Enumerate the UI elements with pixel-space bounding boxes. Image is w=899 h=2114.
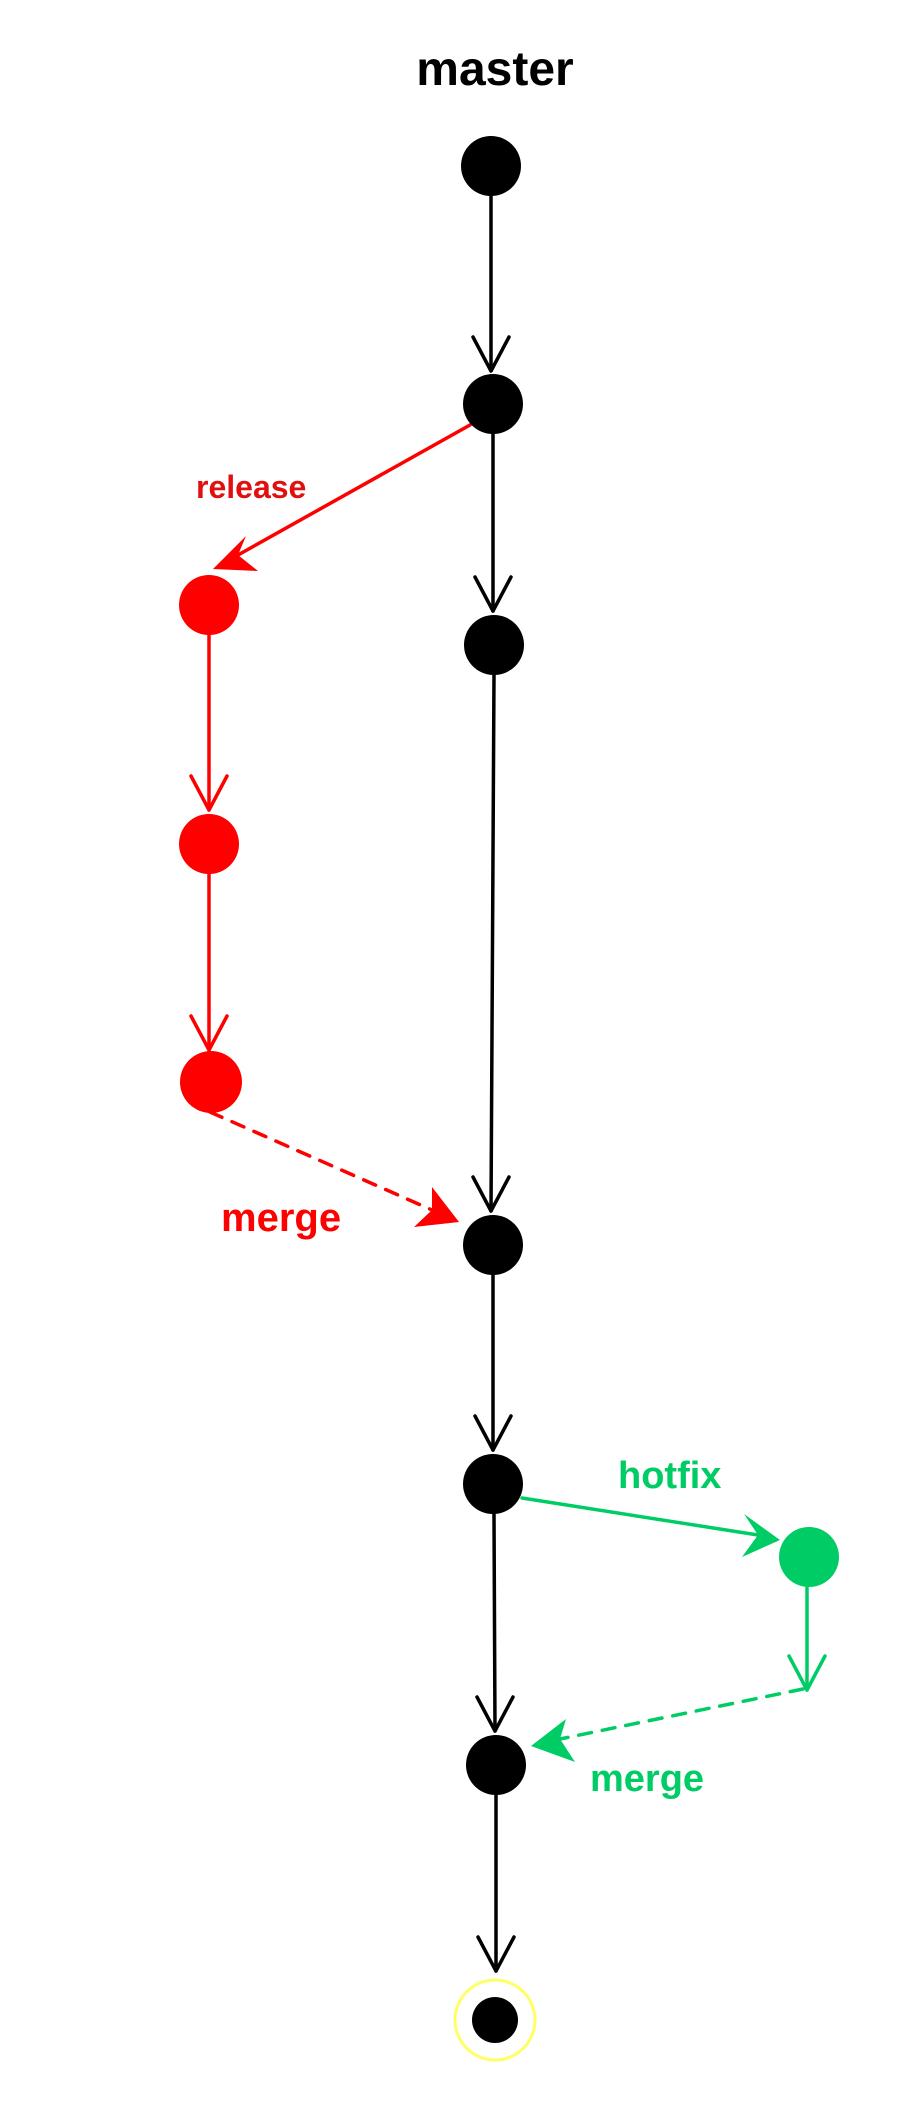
arrowhead-master-3 bbox=[473, 575, 513, 613]
arrowhead-release-3 bbox=[189, 1014, 229, 1052]
hotfix-merge-label: merge bbox=[590, 1758, 704, 1800]
edge-hotfix-branch bbox=[520, 1496, 760, 1537]
master-commit-5 bbox=[463, 1454, 523, 1514]
master-commit-6 bbox=[466, 1735, 526, 1795]
release-branch-label: release bbox=[196, 469, 306, 505]
master-edges bbox=[471, 194, 516, 1973]
master-branch-title: master bbox=[416, 43, 573, 96]
release-commit-3 bbox=[180, 1051, 242, 1113]
edge-master-3-4 bbox=[489, 673, 496, 1213]
release-edges bbox=[189, 423, 472, 1212]
arrowhead-master-6 bbox=[475, 1695, 515, 1733]
arrowhead-release-2 bbox=[189, 774, 229, 812]
hotfix-edges bbox=[520, 1496, 827, 1741]
arrowhead-master-end bbox=[476, 1935, 516, 1973]
arrowhead-release-merge bbox=[414, 1187, 459, 1227]
edge-release-merge bbox=[208, 1110, 434, 1212]
arrowhead-hotfix-branch bbox=[742, 1514, 780, 1557]
master-commit-2 bbox=[463, 374, 523, 434]
arrowhead-hotfix-down bbox=[787, 1654, 827, 1692]
arrowhead-master-2 bbox=[471, 335, 511, 373]
master-commit-4 bbox=[463, 1215, 523, 1275]
arrowhead-hotfix-merge bbox=[531, 1719, 575, 1762]
arrowhead-release-branch bbox=[213, 536, 258, 571]
master-commit-end bbox=[472, 1997, 518, 2043]
release-nodes bbox=[179, 575, 242, 1113]
release-merge-label: merge bbox=[221, 1196, 341, 1240]
master-commit-1 bbox=[461, 136, 521, 196]
edge-hotfix-merge bbox=[558, 1687, 805, 1741]
release-commit-2 bbox=[179, 814, 239, 874]
arrowhead-master-5 bbox=[473, 1414, 513, 1452]
hotfix-branch-label: hotfix bbox=[618, 1455, 721, 1497]
hotfix-commit-1 bbox=[779, 1527, 839, 1587]
arrowhead-master-4 bbox=[471, 1175, 511, 1213]
master-nodes bbox=[461, 136, 526, 1795]
edge-release-branch bbox=[236, 423, 472, 557]
master-commit-3 bbox=[464, 615, 524, 675]
release-commit-1 bbox=[179, 575, 239, 635]
edge-master-5-6 bbox=[492, 1512, 497, 1733]
